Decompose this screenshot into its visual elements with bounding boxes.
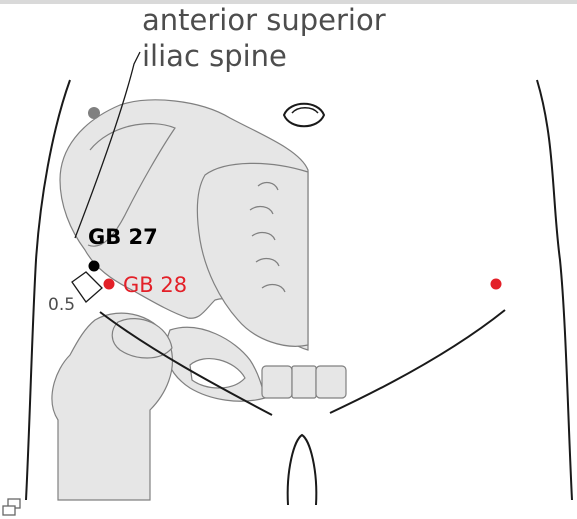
enlarge-icon[interactable] bbox=[2, 498, 22, 516]
gb28-point-right bbox=[491, 279, 502, 290]
genital-outline bbox=[288, 435, 317, 505]
gb27-point bbox=[89, 261, 100, 272]
body-outline-right bbox=[537, 80, 572, 500]
distance-bracket bbox=[72, 272, 102, 302]
asis-label-line1: anterior superior bbox=[142, 3, 386, 37]
navel-inner bbox=[292, 108, 318, 113]
gb28-label: GB 28 bbox=[123, 273, 187, 297]
asis-label-line2: iliac spine bbox=[142, 39, 287, 73]
sacrum bbox=[197, 163, 308, 346]
asis-marker bbox=[88, 107, 100, 119]
gb28-point bbox=[104, 279, 115, 290]
pubic-symphysis bbox=[262, 366, 346, 398]
distance-label: 0.5 bbox=[48, 295, 75, 315]
inguinal-line-right bbox=[330, 310, 505, 413]
gb27-label: GB 27 bbox=[88, 225, 158, 249]
